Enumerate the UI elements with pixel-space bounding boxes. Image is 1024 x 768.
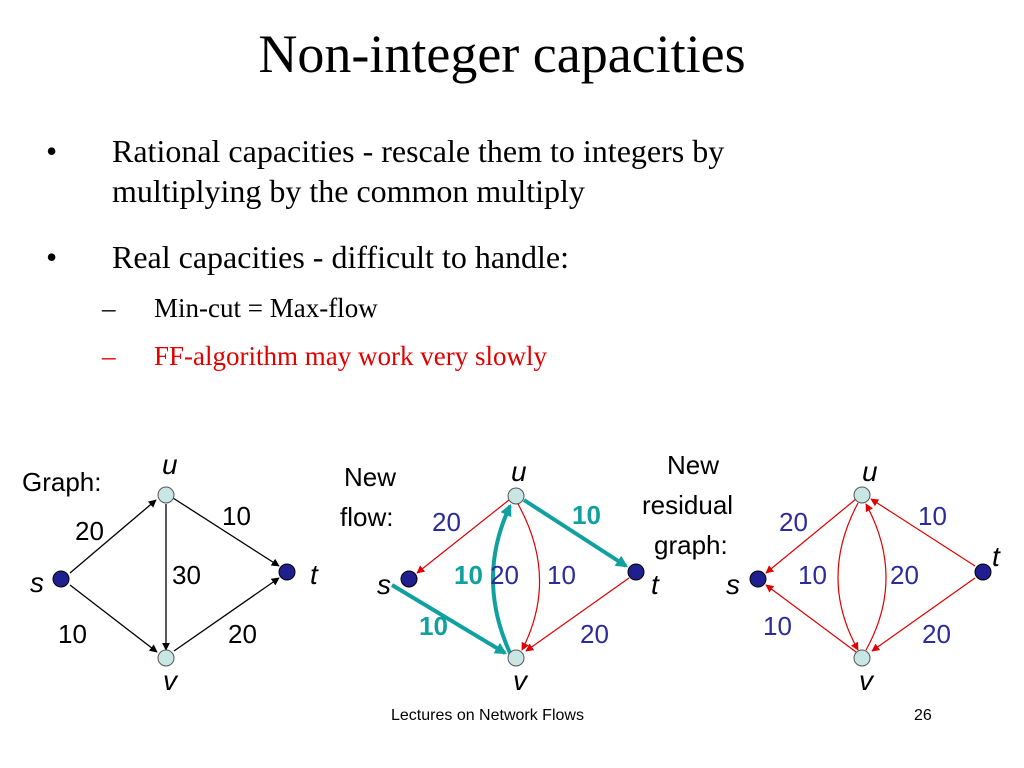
edge-s-v [69, 584, 158, 653]
edge-u-v [837, 502, 859, 651]
bullet-marker: • [46, 239, 58, 275]
node-label-t: t [651, 569, 660, 600]
bullet-marker: • [46, 133, 58, 169]
new-flow-caption-line1: New [344, 462, 396, 492]
edge-t-v [525, 577, 630, 652]
edge-s-u [69, 499, 157, 574]
flow-label-u-t: 10 [572, 500, 601, 530]
bullet-rational-line1: Rational capacities - rescale them to in… [112, 133, 725, 169]
node-v [853, 649, 871, 667]
node-v [157, 649, 175, 667]
graph-diagram: Graph: s u v t 20 10 30 10 20 [22, 449, 319, 696]
new-flow-caption-line2: flow: [340, 502, 393, 532]
edge-v-s [765, 584, 857, 653]
node-t [974, 563, 992, 581]
new-flow-diagram: New flow: s u v t 20 10 10 10 20 10 20 [340, 456, 660, 696]
label-u-s: 20 [779, 507, 808, 537]
graph-caption: Graph: [22, 467, 102, 497]
capacity-u-t: 10 [222, 501, 251, 531]
node-s [52, 570, 70, 588]
capacity-u-v: 30 [172, 560, 201, 590]
label-t-u: 10 [918, 501, 947, 531]
subbullet-mincut: – Min-cut = Max-flow [102, 292, 378, 326]
node-s [400, 570, 418, 588]
subbullet-ff-slow-text: FF-algorithm may work very slowly [154, 341, 547, 371]
bullet-real-text: Real capacities - difficult to handle: [112, 239, 570, 275]
label-t-v: 20 [922, 619, 951, 649]
dash-marker: – [102, 341, 116, 371]
label-v-s: 10 [763, 611, 792, 641]
flow-edge-u-t [522, 498, 629, 568]
capacity-s-u: 20 [75, 516, 104, 546]
bullet-rational-line2: multiplying by the common multiply [112, 173, 585, 209]
node-t [278, 563, 296, 581]
node-label-v: v [163, 665, 179, 696]
node-label-u: u [511, 456, 527, 487]
node-label-u: u [162, 449, 178, 480]
dash-marker: – [102, 293, 116, 323]
label-u-s: 20 [432, 507, 461, 537]
bullet-rational: • Rational capacities - rescale them to … [46, 131, 725, 211]
slide-title: Non-integer capacities [258, 24, 746, 84]
node-v [507, 649, 525, 667]
flow-label-s-v: 10 [419, 611, 448, 641]
edge-u-s [765, 498, 857, 574]
node-u [853, 486, 871, 504]
bullet-real: • Real capacities - difficult to handle: [46, 237, 570, 277]
flow-label-v-u: 10 [454, 560, 483, 590]
label-t-v: 20 [580, 619, 609, 649]
node-label-s: s [30, 567, 44, 598]
flow-edge-s-v [390, 583, 508, 655]
edge-u-v-residual [517, 503, 541, 651]
label-u-v: 10 [798, 560, 827, 590]
subbullet-ff-slow: – FF-algorithm may work very slowly [102, 340, 547, 374]
footer-text: Lectures on Network Flows [391, 707, 584, 724]
edge-u-t [172, 497, 280, 567]
capacity-v-t: 20 [228, 619, 257, 649]
node-label-v: v [513, 665, 529, 696]
label-u-v: 20 [490, 560, 519, 590]
new-residual-diagram: New residual graph: s u v t 20 10 10 20 … [642, 450, 1001, 696]
residual-caption-line3: graph: [654, 530, 728, 560]
residual-caption-line1: New [667, 450, 719, 480]
node-label-t: t [310, 559, 319, 590]
node-label-s: s [377, 569, 391, 600]
edge-v-u [865, 503, 887, 651]
edge-v-t [173, 577, 280, 652]
label-v-u: 20 [890, 560, 919, 590]
edge-t-v [871, 577, 976, 652]
node-s [749, 570, 767, 588]
node-t [627, 563, 645, 581]
node-label-s: s [726, 569, 740, 600]
node-label-v: v [859, 665, 875, 696]
capacity-s-v: 10 [58, 619, 87, 649]
page-number: 26 [914, 707, 932, 724]
node-u [507, 487, 525, 505]
node-label-t: t [992, 541, 1001, 572]
label-v-u: 10 [547, 560, 576, 590]
flow-edge-v-u [491, 503, 512, 654]
node-u [157, 486, 175, 504]
edge-t-u [870, 498, 976, 567]
residual-caption-line2: residual [642, 490, 733, 520]
subbullet-mincut-text: Min-cut = Max-flow [154, 293, 378, 323]
edge-u-s [416, 499, 510, 574]
node-label-u: u [862, 456, 878, 487]
